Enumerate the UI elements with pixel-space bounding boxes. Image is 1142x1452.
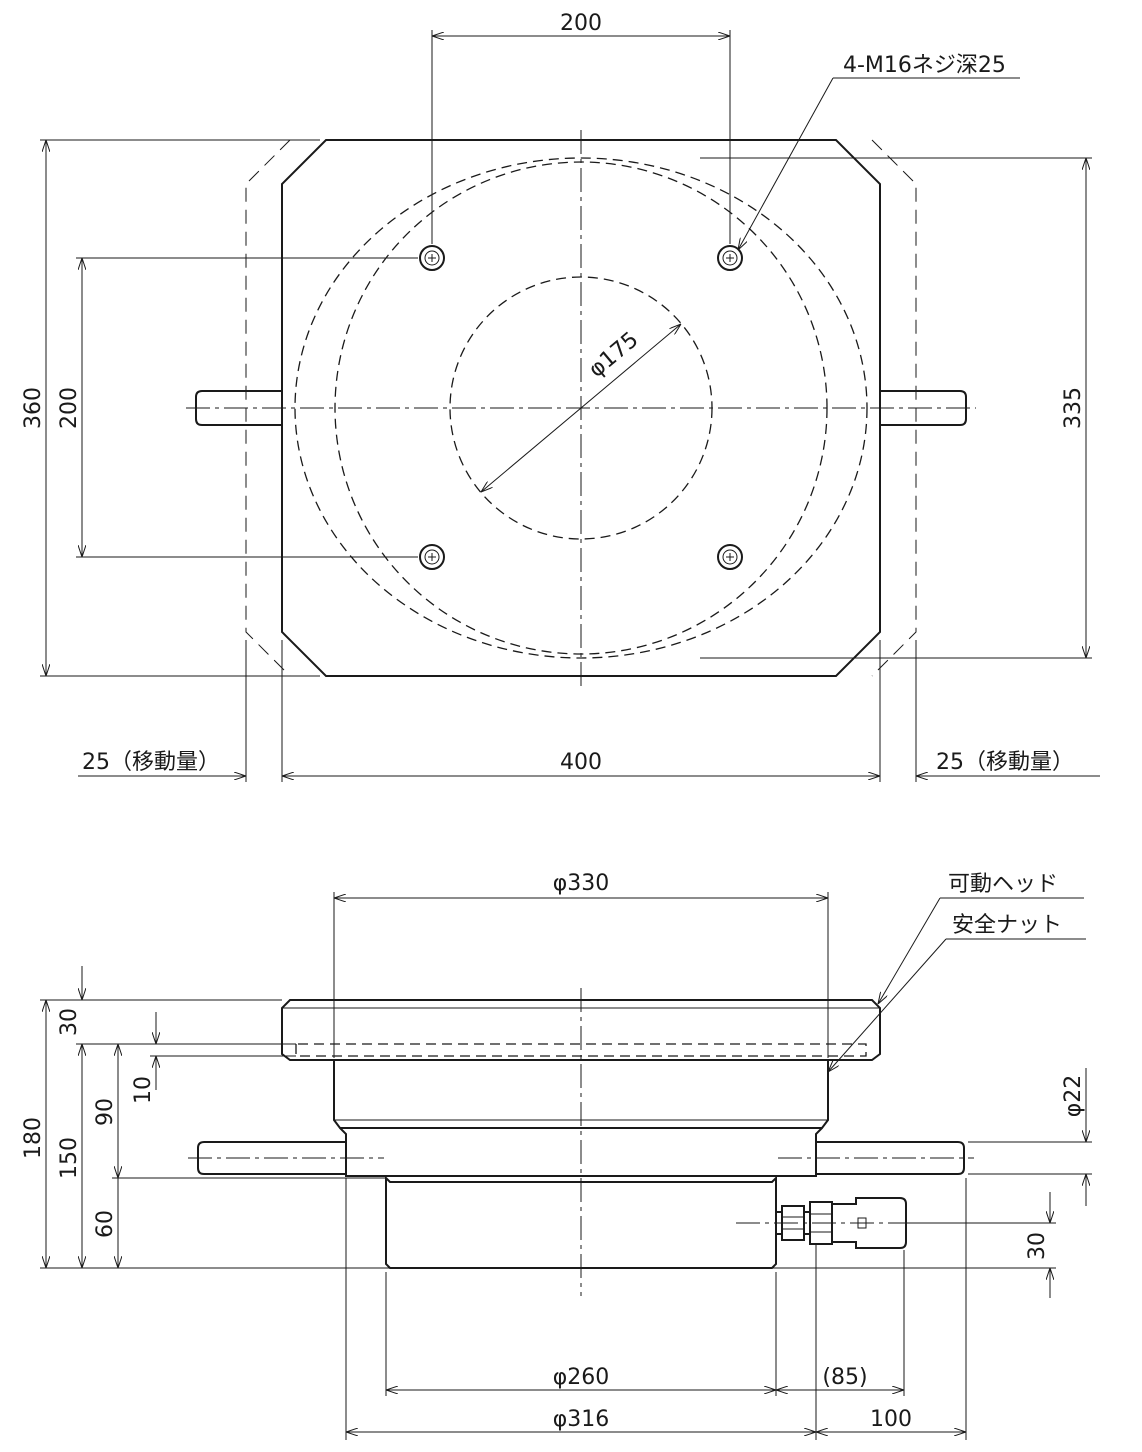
dim-hole-spacing-y-label: 200 (57, 387, 82, 429)
dimension-handle-diameter: φ22 (968, 1068, 1092, 1206)
cylinder-base (385, 1175, 777, 1269)
dim-total-height-label: 180 (21, 1117, 46, 1159)
dimension-hole-spacing-y: 200 (57, 257, 418, 558)
safety-nut-label: 安全ナット (952, 913, 1062, 938)
dim-port-height-label: 30 (1025, 1232, 1050, 1260)
dimension-overall-height: 360 (21, 139, 320, 677)
base-plate-outline (281, 139, 881, 677)
dim-fitting-len-label: 100 (870, 1407, 912, 1432)
dim-head-dia-label: φ330 (553, 871, 610, 896)
dim-height-60-label: 60 (93, 1210, 118, 1238)
tapped-hole-top-left (419, 245, 445, 271)
leader-movable-head: 可動ヘッド (878, 872, 1084, 1004)
side-view: φ330 可動ヘッド 安全ナット 180 3 (21, 871, 1092, 1440)
dim-hole-spacing-x-label: 200 (560, 11, 602, 36)
dim-width-label: 400 (560, 750, 602, 775)
dimension-side-bottom: φ260 (85) φ316 100 (345, 1178, 967, 1440)
dimension-side-heights: 180 30 150 90 60 10 (21, 966, 386, 1269)
dim-base-dia-label: φ260 (553, 1365, 610, 1390)
leader-tapped-holes: 4-M16ネジ深25 (738, 53, 1020, 250)
leader-safety-nut: 安全ナット (828, 913, 1086, 1072)
dim-fitting-ref-label: (85) (822, 1365, 867, 1390)
dimension-hole-spacing-x: 200 (431, 11, 731, 244)
movable-head-label: 可動ヘッド (948, 872, 1058, 897)
dim-head-thickness-label: 30 (57, 1008, 82, 1036)
dim-travel-left-label: 25（移動量） (82, 750, 220, 775)
dim-height-90-label: 90 (93, 1098, 118, 1126)
plan-view: 200 4-M16ネジ深25 360 200 335 (21, 11, 1100, 782)
dim-body-dia-label: φ316 (553, 1407, 610, 1432)
dim-height-150-label: 150 (57, 1137, 82, 1179)
movable-head-outline (281, 999, 881, 1061)
cylinder-body (333, 1060, 829, 1129)
outer-dashed-circle (294, 157, 868, 659)
safety-nut-recess (295, 1043, 867, 1057)
side-handle-right (816, 1141, 965, 1175)
tapped-holes-label: 4-M16ネジ深25 (843, 53, 1006, 78)
tapped-hole-bottom-left (419, 544, 445, 570)
dim-inner-dia-label: φ175 (584, 327, 643, 382)
cylinder-collar (339, 1127, 823, 1177)
dimension-body-height: 335 (700, 157, 1092, 659)
tapped-hole-top-right (717, 245, 743, 271)
dim-nut-10-label: 10 (131, 1076, 156, 1104)
tapped-hole-bottom-right (717, 544, 743, 570)
dimension-head-diameter: φ330 (333, 871, 829, 1058)
dimension-width-row: 400 25（移動量） 25（移動量） (78, 640, 1100, 782)
dim-body-height-label: 335 (1061, 387, 1086, 429)
dim-overall-height-label: 360 (21, 387, 46, 429)
dimension-port-height: 30 (776, 1192, 1056, 1298)
dim-handle-dia-label: φ22 (1061, 1075, 1086, 1118)
dim-travel-right-label: 25（移動量） (936, 750, 1074, 775)
